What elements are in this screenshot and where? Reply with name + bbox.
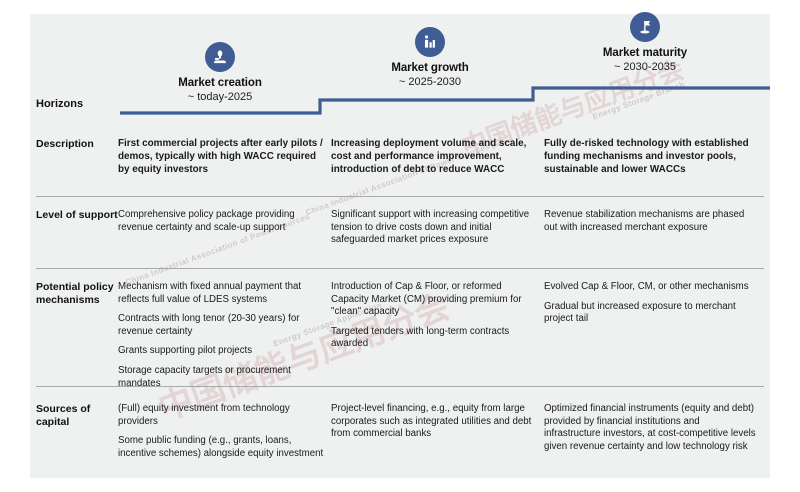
cell-text: Introduction of Cap & Floor, or reformed… (331, 281, 522, 318)
cell-policy-market-maturity: Evolved Cap & Floor, CM, or other mechan… (544, 281, 756, 326)
cell-text: Project-level financing, e.g., equity fr… (331, 403, 532, 440)
cell-text: Mechanism with fixed annual payment that… (118, 281, 302, 305)
cell-capital-market-growth: Project-level financing, e.g., equity fr… (331, 403, 537, 441)
cell-text: Revenue stabilization mechanisms are pha… (544, 209, 745, 233)
cell-support-market-maturity: Revenue stabilization mechanisms are pha… (544, 209, 756, 234)
cell-text: Evolved Cap & Floor, CM, or other mechan… (544, 281, 749, 292)
cell-support-market-growth: Significant support with increasing comp… (331, 209, 537, 247)
cell-description-market-growth: Increasing deployment volume and scale, … (331, 138, 537, 176)
horizon-title-3: Market maturity (602, 47, 688, 59)
cell-text: Gradual but increased exposure to mercha… (544, 300, 736, 325)
cell-text: Targeted tenders with long-term contract… (331, 325, 510, 350)
flag-goal-icon (630, 12, 660, 42)
row-label-text: Potential policy mechanisms (36, 281, 114, 306)
cell-text: Grants supporting pilot projects (118, 345, 253, 357)
cell-text: Contracts with long tenor (20-30 years) … (118, 313, 300, 337)
horizon-date-2: ~ 2025-2030 (398, 76, 462, 88)
cell-policy-market-creation: Mechanism with fixed annual payment that… (118, 281, 324, 390)
row-label-text: Sources of capital (36, 403, 91, 428)
horizon-phase-2[interactable]: Market growth ~ 2025-2030 (330, 27, 530, 90)
cell-text: Increasing deployment volume and scale, … (331, 138, 527, 175)
cell-capital-market-maturity: Optimized financial instruments (equity … (544, 403, 756, 453)
cell-text: Optimized financial instruments (equity … (544, 403, 756, 452)
horizon-date-1: ~ today-2025 (187, 91, 253, 103)
horizon-title-2: Market growth (391, 62, 469, 74)
row-divider-2 (36, 268, 764, 269)
row-label-text: Level of support (36, 209, 118, 221)
content-panel (30, 14, 770, 478)
row-label-horizons: Horizons (36, 98, 84, 110)
horizons-header: Market creation ~ today-2025 Market grow… (0, 0, 800, 122)
horizon-phase-1[interactable]: Market creation ~ today-2025 (120, 42, 320, 105)
cell-capital-market-creation: (Full) equity investment from technology… (118, 403, 324, 460)
cell-description-market-maturity: Fully de-risked technology with establis… (544, 138, 756, 176)
row-label-description: Description (36, 138, 94, 150)
cell-description-market-creation: First commercial projects after early pi… (118, 138, 324, 176)
cell-text: Comprehensive policy package providing r… (118, 209, 295, 233)
horizon-title-1: Market creation (178, 77, 262, 89)
row-label-sources-of-capital: Sources of capital (36, 403, 126, 428)
cell-support-market-creation: Comprehensive policy package providing r… (118, 209, 324, 234)
row-label-policy-mechanisms: Potential policy mechanisms (36, 281, 116, 306)
horizon-date-3: ~ 2030-2035 (613, 61, 677, 73)
cell-text: Some public funding (e.g., grants, loans… (118, 435, 324, 459)
cell-text: First commercial projects after early pi… (118, 138, 323, 175)
row-label-level-of-support: Level of support (36, 209, 126, 222)
cell-text: Storage capacity targets or procurement … (118, 364, 291, 389)
row-divider-3 (36, 386, 764, 387)
horizon-phase-3[interactable]: Market maturity ~ 2030-2035 (545, 12, 745, 75)
cell-text: Significant support with increasing comp… (331, 209, 530, 246)
horizon-step-line (120, 86, 770, 115)
bar-chart-growth-icon (415, 27, 445, 57)
cell-text: (Full) equity investment from technology… (118, 403, 290, 427)
row-divider-1 (36, 196, 764, 197)
cell-policy-market-growth: Introduction of Cap & Floor, or reformed… (331, 281, 537, 351)
rocket-launch-icon (205, 42, 235, 72)
cell-text: Fully de-risked technology with establis… (544, 138, 749, 175)
